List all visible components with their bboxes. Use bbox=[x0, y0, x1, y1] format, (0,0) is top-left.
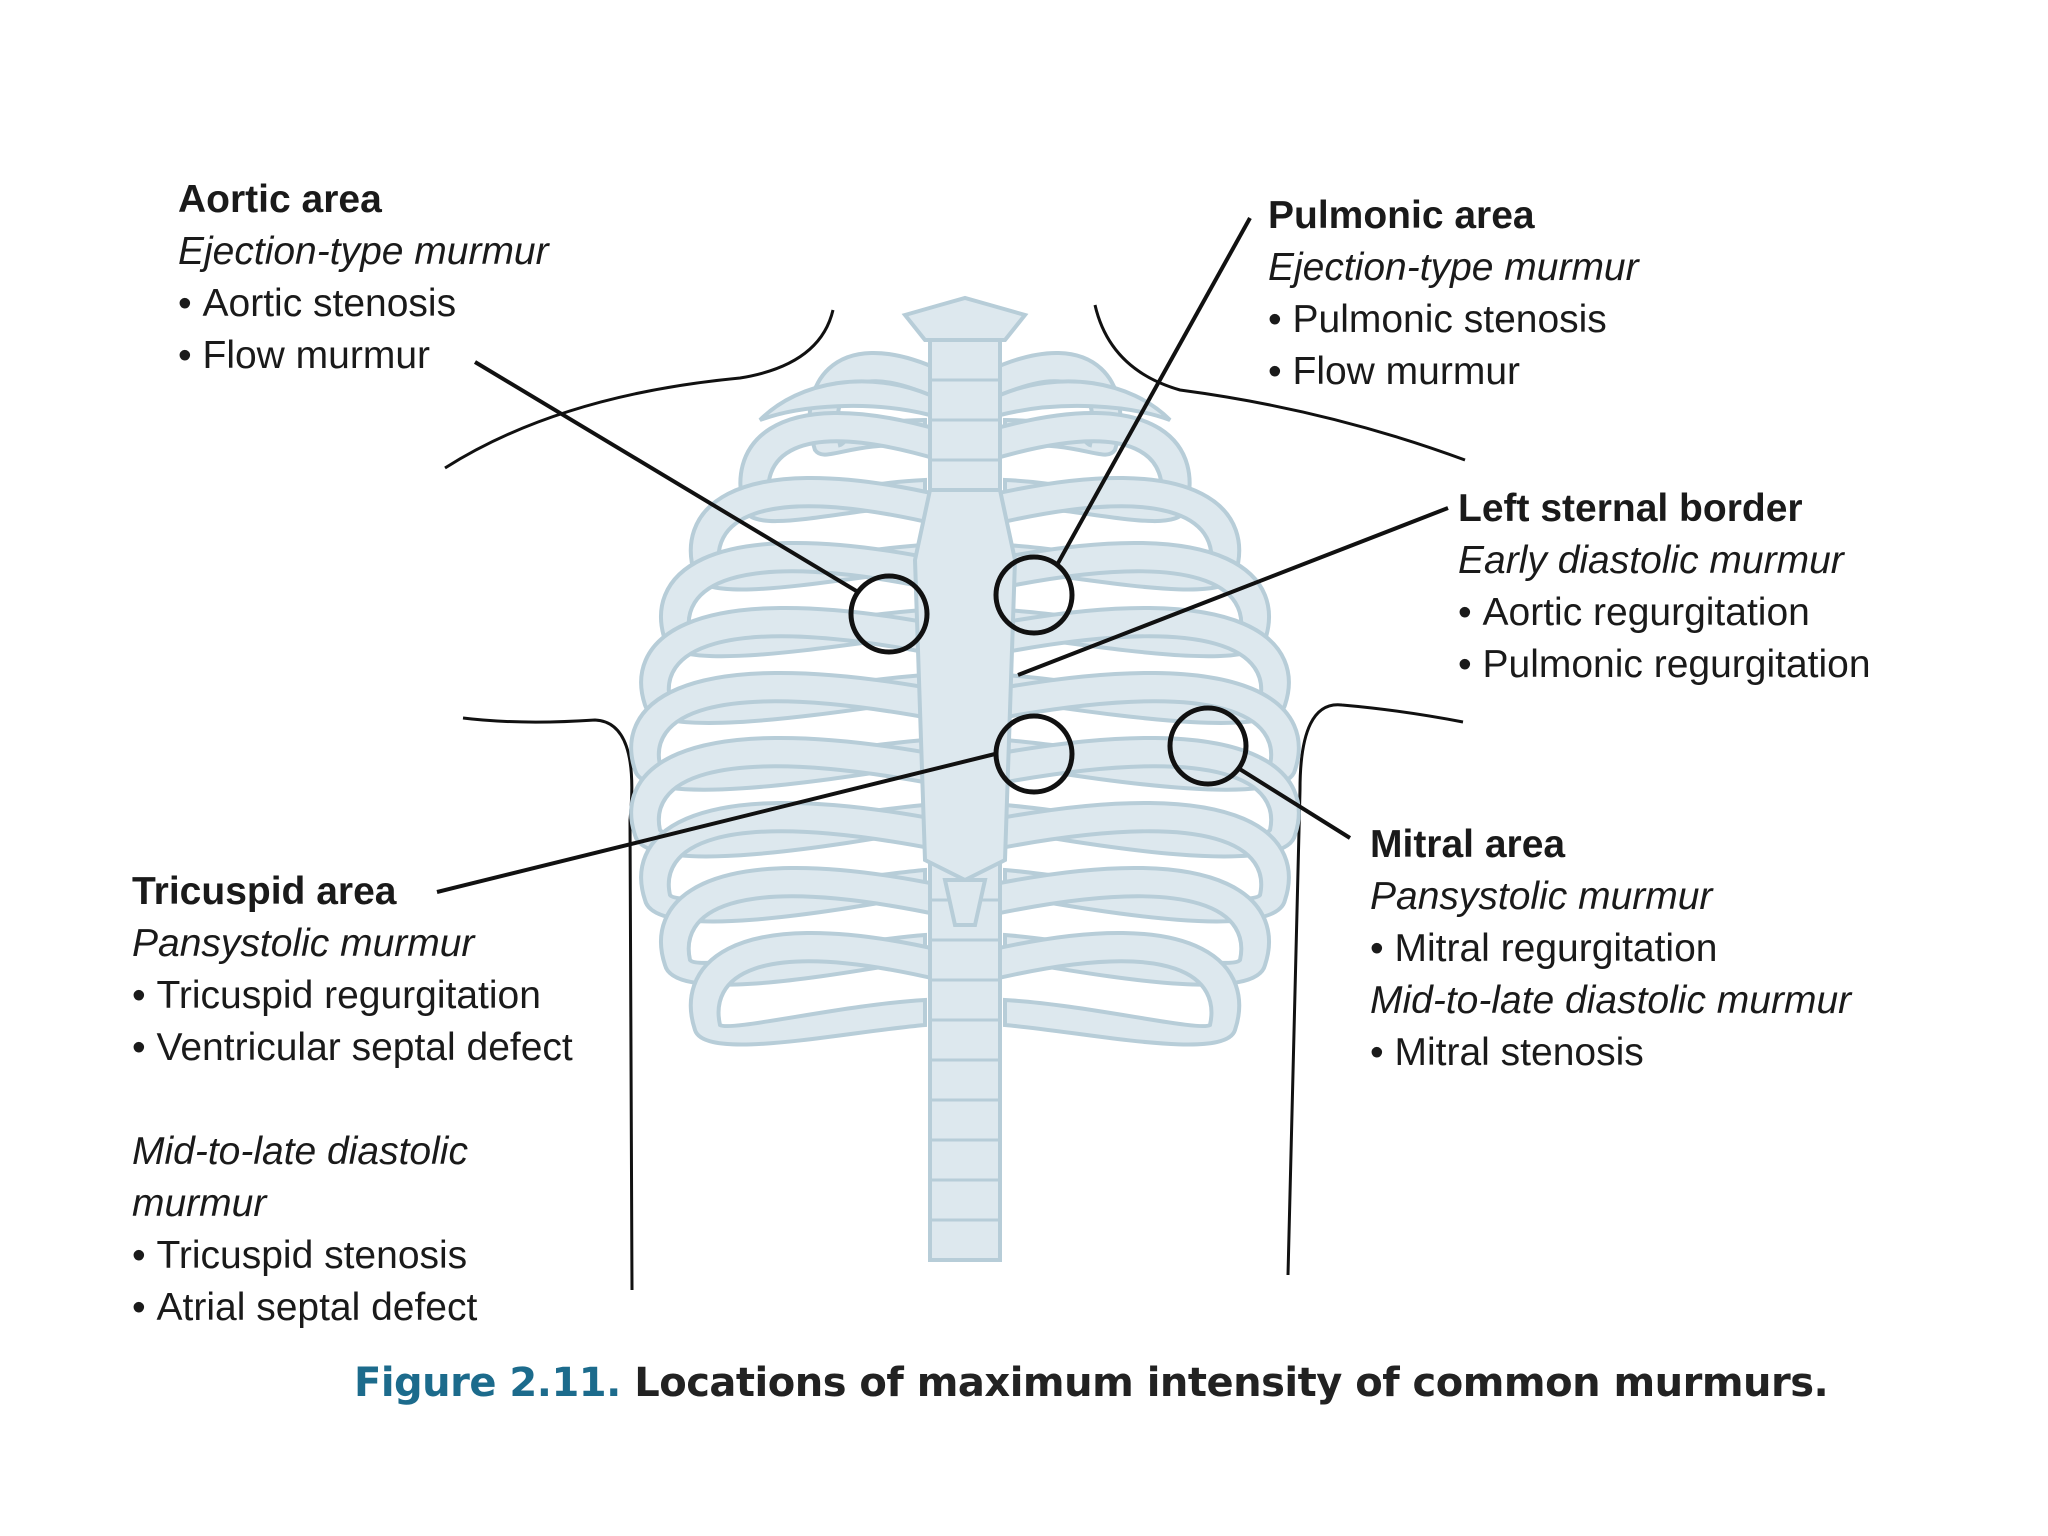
aortic-area-marker bbox=[848, 573, 930, 655]
pulmonic-area-item: Flow murmur bbox=[1268, 346, 1639, 398]
aortic-area-title: Aortic area bbox=[178, 178, 382, 221]
sternum bbox=[912, 488, 1018, 883]
left-sternal-border-label: Left sternal border Early diastolic murm… bbox=[1458, 483, 1871, 691]
tricuspid-area-marker bbox=[993, 713, 1075, 795]
pulmonic-area-title: Pulmonic area bbox=[1268, 194, 1535, 237]
mitral-area-label: Mitral area Pansystolic murmur Mitral re… bbox=[1370, 819, 1851, 1079]
mitral-area-title: Mitral area bbox=[1370, 823, 1566, 866]
tricuspid-leader bbox=[436, 752, 996, 894]
top-vertebra bbox=[901, 295, 1029, 342]
tricuspid-area-item: Atrial septal defect bbox=[132, 1282, 573, 1334]
pulmonic-area-item: Pulmonic stenosis bbox=[1268, 294, 1639, 346]
left-sternal-leader bbox=[1017, 506, 1449, 677]
aortic-leader bbox=[473, 360, 860, 594]
pulmonic-area-label: Pulmonic area Ejection-type murmur Pulmo… bbox=[1268, 190, 1639, 398]
left-neck-line bbox=[444, 309, 835, 470]
pulmonic-leader bbox=[1055, 217, 1252, 566]
mitral-leader bbox=[1236, 766, 1352, 840]
mitral-area-item: Mitral stenosis bbox=[1370, 1027, 1851, 1079]
right-clavicle bbox=[998, 379, 1172, 422]
xiphoid-process bbox=[942, 878, 988, 927]
left-rib-10 bbox=[688, 930, 942, 1047]
mitral-area-murmur-type-2: Mid-to-late diastolic murmur bbox=[1370, 979, 1852, 1022]
tricuspid-area-item: Tricuspid stenosis bbox=[132, 1230, 573, 1282]
aortic-area-label: Aortic area Ejection-type murmur Aortic … bbox=[178, 174, 549, 382]
figure-number: Figure 2.11. bbox=[354, 1360, 621, 1406]
tricuspid-area-murmur-type-2: Mid-to-late diastolic bbox=[132, 1130, 468, 1173]
right-rib-10 bbox=[988, 930, 1242, 1047]
left-clavicle bbox=[758, 379, 932, 422]
tricuspid-area-item: Ventricular septal defect bbox=[132, 1022, 573, 1074]
auscultation-markers bbox=[848, 554, 1249, 795]
tricuspid-area-label: Tricuspid area Pansystolic murmur Tricus… bbox=[132, 866, 573, 1334]
right-neck-line bbox=[1093, 304, 1466, 462]
left-sternal-border-item: Aortic regurgitation bbox=[1458, 587, 1871, 639]
aortic-area-item: Flow murmur bbox=[178, 330, 549, 382]
pulmonic-area-marker bbox=[993, 554, 1075, 636]
left-sternal-border-title: Left sternal border bbox=[1458, 487, 1803, 530]
tricuspid-area-murmur-type: Pansystolic murmur bbox=[132, 922, 475, 965]
tricuspid-area-murmur-type-2-cont: murmur bbox=[132, 1182, 267, 1225]
mitral-area-murmur-type: Pansystolic murmur bbox=[1370, 875, 1713, 918]
leader-lines bbox=[436, 217, 1449, 894]
left-sternal-border-murmur-type: Early diastolic murmur bbox=[1458, 539, 1844, 582]
mitral-area-marker bbox=[1167, 705, 1249, 787]
pulmonic-area-murmur-type: Ejection-type murmur bbox=[1268, 246, 1639, 289]
aortic-area-murmur-type: Ejection-type murmur bbox=[178, 230, 549, 273]
figure-caption-text: Locations of maximum intensity of common… bbox=[620, 1360, 1829, 1406]
skeleton bbox=[629, 295, 1301, 1262]
tricuspid-area-title: Tricuspid area bbox=[132, 870, 397, 913]
mitral-area-item: Mitral regurgitation bbox=[1370, 923, 1851, 975]
aortic-area-item: Aortic stenosis bbox=[178, 278, 549, 330]
body-outline bbox=[444, 304, 1466, 1291]
right-arm-line bbox=[1286, 703, 1464, 1276]
left-sternal-border-item: Pulmonic regurgitation bbox=[1458, 639, 1871, 691]
figure-caption: Figure 2.11. Locations of maximum intens… bbox=[354, 1360, 1829, 1406]
tricuspid-area-item: Tricuspid regurgitation bbox=[132, 970, 573, 1022]
spacer bbox=[132, 1074, 573, 1126]
left-arm-line bbox=[462, 716, 634, 1291]
